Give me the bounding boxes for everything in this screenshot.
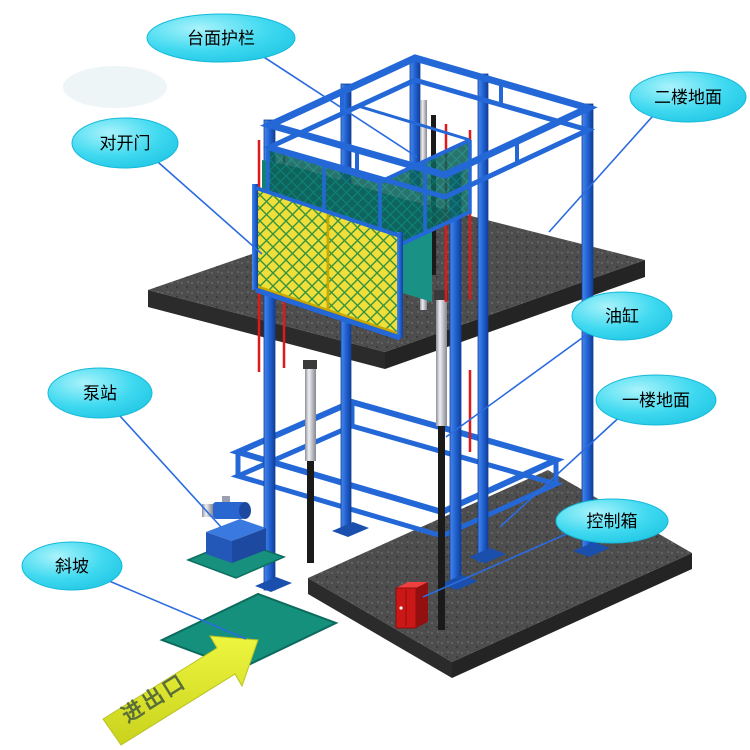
callout-label: 二楼地面: [654, 88, 722, 107]
leader-first-floor: [499, 411, 626, 528]
control-box-top: [396, 582, 428, 588]
callout-bubble: [146, 13, 296, 63]
guardrail-posts: [266, 140, 472, 256]
callout-double-swing-door: 对开门: [71, 117, 179, 169]
callout-bubble: [571, 291, 673, 341]
callout-label: 对开门: [100, 134, 151, 153]
callout-label: 控制箱: [587, 512, 638, 531]
cylinder-right-cap: [434, 290, 448, 300]
cylinder-left-rod: [307, 461, 314, 563]
entrance-arrow: 进出口: [102, 635, 259, 746]
top-frame-outer: [259, 54, 598, 179]
leader-double-door: [149, 154, 263, 255]
top-frame: [259, 54, 598, 200]
pump-head: [202, 504, 213, 517]
door-post-right: [397, 232, 403, 338]
cylinder-left-tube: [305, 369, 316, 461]
cylinder-right-tube: [436, 300, 447, 426]
callout-bubble: [47, 367, 153, 419]
lower-slab-top: [308, 470, 692, 662]
callout-label: 一楼地面: [622, 391, 690, 410]
hydraulic-cylinder-left: [303, 360, 317, 563]
callout-bubble: [595, 374, 717, 426]
cylinder-right-rod: [438, 426, 445, 630]
pump-fitting: [222, 496, 230, 502]
top-frame-posts: [340, 83, 519, 172]
callout-bubble: [555, 498, 669, 544]
callouts: 台面护栏 二楼地面 对开门 油缸 泵站 一楼地面 控制箱 斜坡: [21, 13, 747, 591]
callout-oil-cylinder: 油缸: [571, 291, 673, 341]
pump-tank-top: [206, 519, 266, 541]
cylinder-left-cap: [303, 360, 317, 369]
lower-rail-posts: [235, 402, 559, 536]
door-post-left: [252, 184, 258, 290]
door-top-rail: [255, 186, 401, 238]
callout-label: 油缸: [605, 306, 639, 326]
door-bottom-rail: [255, 287, 401, 341]
callout-label: 泵站: [83, 384, 117, 403]
lower-slab-side-left: [308, 578, 452, 678]
pump-motor-body: [213, 502, 245, 519]
callout-bubble: [21, 541, 123, 591]
callout-bubble: [629, 71, 747, 123]
arrow-shape: [102, 635, 259, 746]
mast-right: [477, 73, 489, 563]
callout-platform-guardrail: 台面护栏: [146, 13, 296, 63]
column-front: [449, 171, 462, 589]
control-box-side: [416, 582, 428, 628]
callout-second-floor-ground: 二楼地面: [629, 71, 747, 123]
leader-pump-station: [109, 404, 222, 528]
callout-control-box: 控制箱: [555, 498, 669, 544]
callout-label: 台面护栏: [187, 29, 255, 48]
leader-ramp: [94, 574, 247, 640]
lower-slab-side-right: [452, 553, 692, 678]
double-swing-doors: [252, 184, 403, 341]
hydraulic-cylinder-right: [434, 290, 448, 630]
control-box-unit: [395, 582, 428, 629]
leader-second-floor: [548, 107, 661, 233]
pump-station-unit: [185, 496, 287, 579]
pump-tank-side: [232, 528, 266, 563]
callout-bubble: [71, 117, 179, 169]
faint-watermark-ellipse: [63, 66, 167, 108]
callout-pump-station: 泵站: [47, 367, 153, 419]
callout-ramp: 斜坡: [21, 541, 123, 591]
pump-motor-end: [239, 502, 251, 519]
leader-oil-cylinder: [445, 324, 601, 438]
callout-label: 斜坡: [55, 557, 89, 576]
top-frame-inner: [262, 77, 596, 200]
control-box-knob: [399, 606, 403, 610]
callout-first-floor-ground: 一楼地面: [595, 374, 717, 426]
leader-platform-guardrail: [249, 47, 418, 158]
leader-lines: [94, 47, 661, 640]
leader-control-box: [422, 527, 581, 598]
pump-tank-front: [206, 532, 232, 563]
